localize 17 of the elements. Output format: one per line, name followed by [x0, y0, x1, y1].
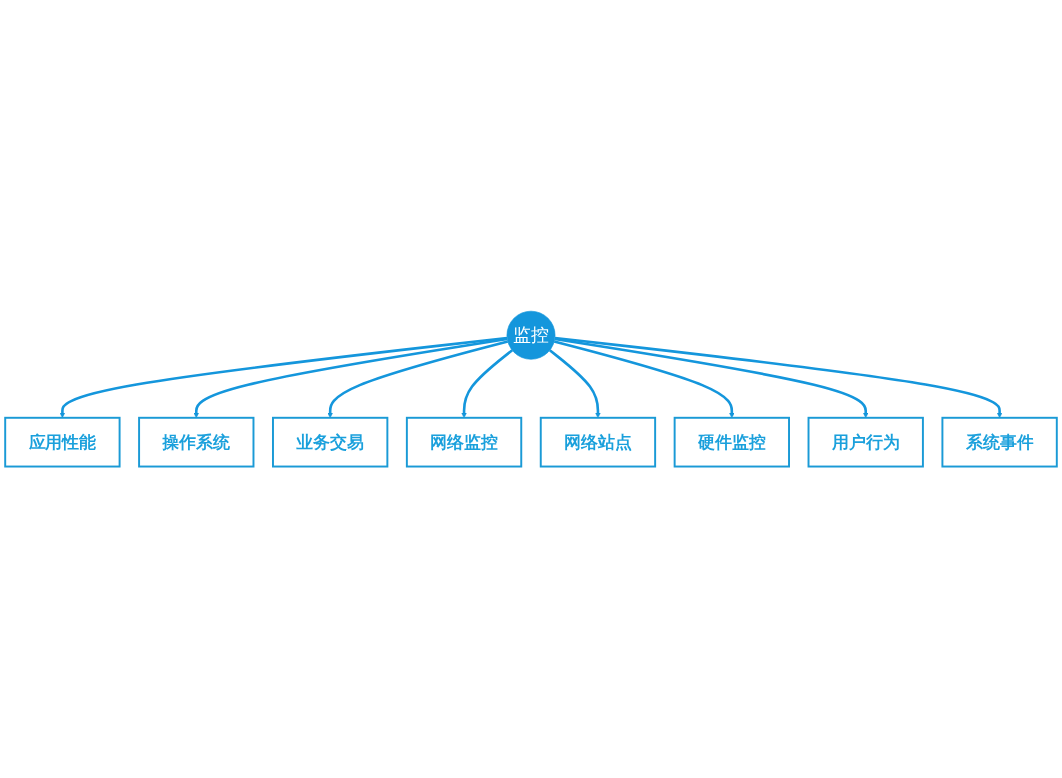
node-box: 业务交易 [272, 416, 389, 468]
node-box: 网络站点 [539, 416, 657, 468]
arrow [461, 349, 513, 419]
arrow [193, 337, 508, 419]
arrow [59, 336, 508, 419]
arrow [327, 340, 509, 419]
arrow [549, 349, 601, 419]
node-box: 系统事件 [941, 416, 1058, 468]
node-circle: 监控 [506, 311, 556, 360]
arrow [553, 340, 735, 419]
node-box: 硬件监控 [673, 416, 790, 468]
arrow [554, 336, 1003, 419]
arrow [554, 337, 869, 419]
node-box: 网络监控 [405, 416, 523, 468]
node-box: 操作系统 [138, 416, 255, 468]
node-box: 应用性能 [4, 416, 121, 468]
node-box: 用户行为 [807, 416, 924, 468]
